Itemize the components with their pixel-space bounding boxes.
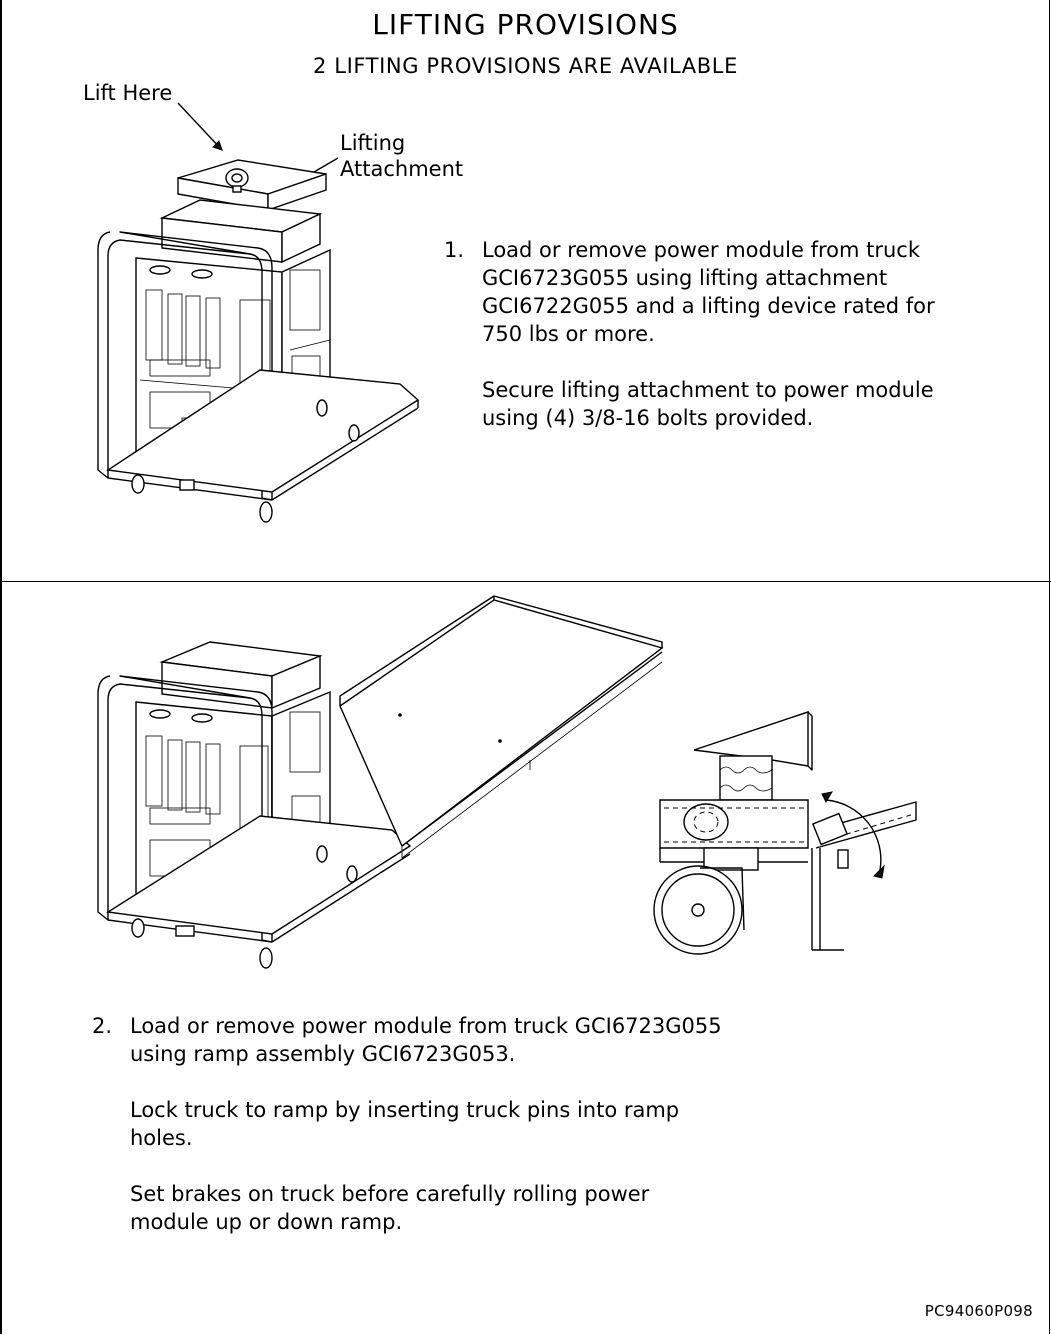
document-reference: PC94060P098 (924, 1302, 1033, 1320)
page-title: LIFTING PROVISIONS (372, 8, 679, 41)
step-1: 1. Load or remove power module from truc… (444, 236, 964, 432)
lifting-attachment-line-2: Attachment (340, 157, 464, 181)
rotation-arrow-icon (821, 791, 885, 879)
lift-here-callout: Lift Here (83, 81, 173, 105)
caster-wheel-icon (131, 399, 360, 523)
ramp-lock-detail-view (653, 711, 917, 955)
lifting-attachment-callout: Lifting Attachment (340, 130, 463, 182)
step-2: 2. Load or remove power module from truc… (92, 1012, 792, 1236)
section-divider (0, 581, 1051, 582)
lift-here-arrowhead (212, 140, 223, 151)
power-module-truck-illustration-top (97, 102, 420, 523)
lifting-eye-icon (225, 168, 249, 193)
step-2-number: 2. (92, 1014, 113, 1038)
lifting-attachment-line-1: Lifting (340, 131, 406, 155)
step-2-paragraph-1: Load or remove power module from truck G… (130, 1014, 722, 1066)
step-2-paragraph-2: Lock truck to ramp by inserting truck pi… (130, 1098, 680, 1150)
power-module-ramp-illustration (97, 595, 664, 969)
step-1-paragraph-1: Load or remove power module from truck G… (482, 238, 935, 346)
step-1-paragraph-2: Secure lifting attachment to power modul… (482, 378, 934, 430)
caster-wheel-icon (653, 865, 745, 955)
step-1-number: 1. (444, 238, 465, 262)
step-2-paragraph-3: Set brakes on truck before carefully rol… (130, 1182, 650, 1234)
page-subtitle: 2 LIFTING PROVISIONS ARE AVAILABLE (313, 54, 738, 78)
